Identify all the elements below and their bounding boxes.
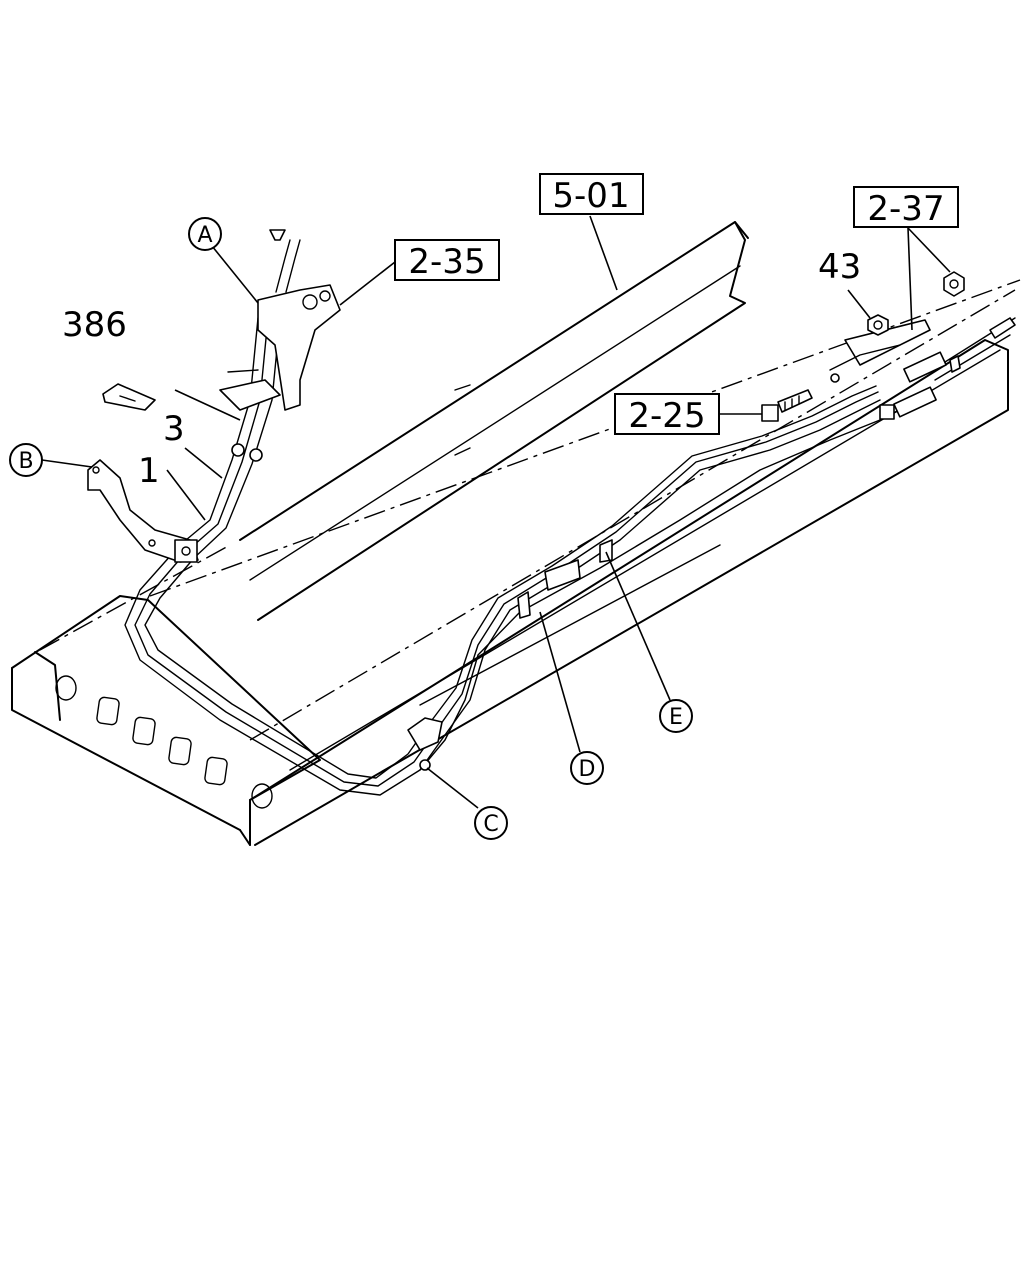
part-43-label: 43	[818, 247, 861, 287]
part-386-clip	[102, 383, 156, 411]
callout-e: E	[659, 699, 693, 733]
callout-b-label: B	[18, 449, 33, 474]
callout-c: C	[474, 806, 508, 840]
frame-side-rail-upper	[239, 221, 749, 621]
frame-side-rail-lower	[249, 339, 1009, 846]
callout-b: B	[9, 443, 43, 477]
callout-e-label: E	[669, 705, 683, 730]
leader-386-to-bracket	[174, 389, 241, 421]
lever-bracket	[219, 229, 341, 411]
callout-d: D	[570, 751, 604, 785]
brake-cables	[124, 239, 901, 796]
ref-2-35-label: 2-35	[408, 242, 485, 282]
ref-2-25-label: 2-25	[628, 396, 705, 436]
frame-cross-member	[11, 595, 321, 846]
callout-d-label: D	[579, 757, 596, 782]
ref-2-37: 2-37	[853, 186, 959, 229]
nut-2-37	[943, 271, 965, 297]
ref-2-35: 2-35	[394, 239, 500, 282]
callout-a-label: A	[197, 223, 212, 248]
rear-cable-ends	[829, 317, 1016, 420]
bracket-b	[87, 459, 199, 563]
callout-a: A	[188, 217, 222, 251]
cable-clamps	[231, 443, 613, 771]
nut-43	[867, 314, 889, 336]
bolt-2-25	[761, 389, 813, 422]
part-1-label: 1	[138, 451, 160, 491]
ref-2-25: 2-25	[614, 393, 720, 436]
part-3-label: 3	[163, 409, 185, 449]
leader-lines	[41, 215, 951, 809]
callout-c-label: C	[483, 812, 498, 837]
ref-5-01-label: 5-01	[552, 176, 629, 216]
ref-5-01: 5-01	[539, 173, 644, 216]
part-386-label: 386	[62, 305, 127, 345]
ref-2-37-label: 2-37	[867, 189, 944, 229]
